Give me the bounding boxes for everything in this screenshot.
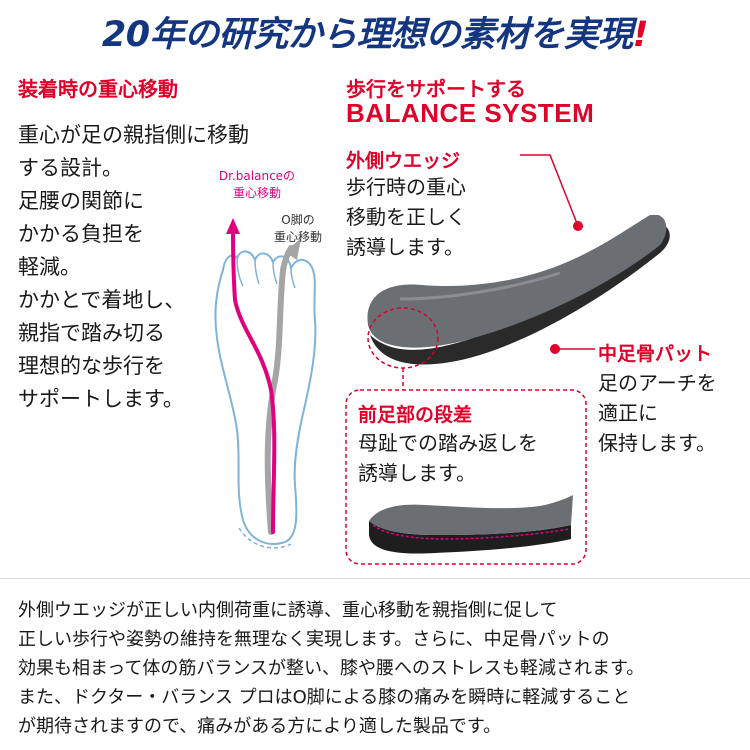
- forefoot-line: 誘導します。: [358, 461, 476, 485]
- insole-side-view: [369, 495, 573, 554]
- gray-label-line: O脚の: [281, 213, 315, 227]
- midfoot-line: 保持します。: [598, 431, 716, 455]
- midfoot-line: 適正に: [598, 401, 658, 425]
- left-line: かかる負担を: [18, 222, 144, 246]
- right-section-title: 歩行をサポートする: [346, 77, 526, 101]
- midfoot-line: 足のアーチを: [598, 371, 717, 395]
- bottom-line: また、ドクター・バランス プロはO脚による膝の痛みを瞬時に軽減すること: [18, 687, 631, 708]
- pink-label-line: 重心移動: [232, 186, 281, 200]
- pink-arrow-head: [226, 218, 240, 234]
- gray-label-line: 重心移動: [273, 230, 322, 244]
- outer-wedge-line: 歩行時の重心: [346, 175, 466, 199]
- pink-label-line: Dr.balanceの: [218, 169, 296, 183]
- forefoot-step-text: 母趾での踏み返しを 誘導します。: [358, 428, 538, 488]
- left-section-title: 装着時の重心移動: [18, 77, 178, 101]
- left-line: 親指で踏み切る: [18, 321, 165, 345]
- bottom-line: 外側ウエッジが正しい内側荷重に誘導、重心移動を親指側に促して: [18, 600, 558, 621]
- page-headline: 20年の研究から理想の素材を実現!: [0, 6, 750, 57]
- outer-wedge-leader: [520, 154, 579, 227]
- outer-wedge-text: 歩行時の重心 移動を正しく 誘導します。: [346, 172, 466, 262]
- outer-wedge-dot: [573, 221, 583, 231]
- left-line: する設計。: [18, 156, 123, 180]
- headline-exclaim: !: [632, 15, 649, 55]
- outer-wedge-line: 誘導します。: [346, 235, 464, 259]
- forefoot-box: [345, 389, 587, 565]
- pink-path-label: Dr.balanceの 重心移動: [202, 168, 312, 202]
- forefoot-line: 母趾での踏み返しを: [358, 431, 538, 455]
- side-stitch: [372, 524, 570, 540]
- section-divider: [0, 578, 750, 579]
- left-line: 理想的な歩行を: [18, 354, 165, 378]
- side-sole: [369, 521, 571, 554]
- insole-illustration: [367, 215, 670, 365]
- bottom-line: 正しい歩行や姿勢の維持を無理なく実現します。さらに、中足骨パットの: [18, 629, 610, 650]
- outer-wedge-title: 外側ウエッジ: [346, 150, 461, 172]
- insole-body: [367, 215, 667, 348]
- left-section-body: 重心が足の親指側に移動 する設計。 足腰の関節に かかる負担を 軽減。 かかとで…: [18, 119, 249, 416]
- foot-outline: [214, 250, 317, 545]
- left-line: 足腰の関節に: [18, 189, 144, 213]
- forefoot-step-title: 前足部の段差: [358, 404, 473, 426]
- midfoot-dot: [550, 344, 560, 354]
- left-line: 重心が足の親指側に移動: [18, 123, 249, 147]
- bottom-line: 効果も相まって体の筋バランスが整い、膝や腰へのストレスも軽減されます。: [18, 658, 645, 679]
- callout-lines: [345, 154, 595, 565]
- gray-arrow-head: [285, 238, 301, 260]
- left-line: 軽減。: [18, 255, 81, 279]
- foot-toe-lines: [236, 257, 296, 289]
- left-line: かかとで着地し、: [18, 288, 186, 312]
- midfoot-pad-text: 足のアーチを 適正に 保持します。: [598, 368, 717, 458]
- bottom-description: 外側ウエッジが正しい内側荷重に誘導、重心移動を親指側に促して 正しい歩行や姿勢の…: [18, 596, 738, 741]
- left-line: サポートします。: [18, 387, 184, 411]
- insole-highlight: [399, 271, 561, 301]
- bottom-line: が期待されますので、痛みがある方により適した製品です。: [18, 716, 502, 737]
- outer-wedge-line: 移動を正しく: [346, 205, 466, 229]
- balance-system-title: BALANCE SYSTEM: [346, 98, 595, 128]
- insole-shadow: [370, 223, 670, 365]
- gray-path-label: O脚の 重心移動: [258, 212, 338, 246]
- gray-path: [264, 245, 294, 535]
- forefoot-dashed-circle: [367, 307, 439, 369]
- headline-text: 20年の研究から理想の素材を実現: [101, 15, 633, 55]
- side-top: [369, 495, 573, 535]
- midfoot-pad-title: 中足骨パット: [598, 343, 713, 365]
- pink-path: [231, 228, 277, 534]
- foot-diagram: [214, 218, 317, 549]
- heel-dashed: [238, 527, 292, 549]
